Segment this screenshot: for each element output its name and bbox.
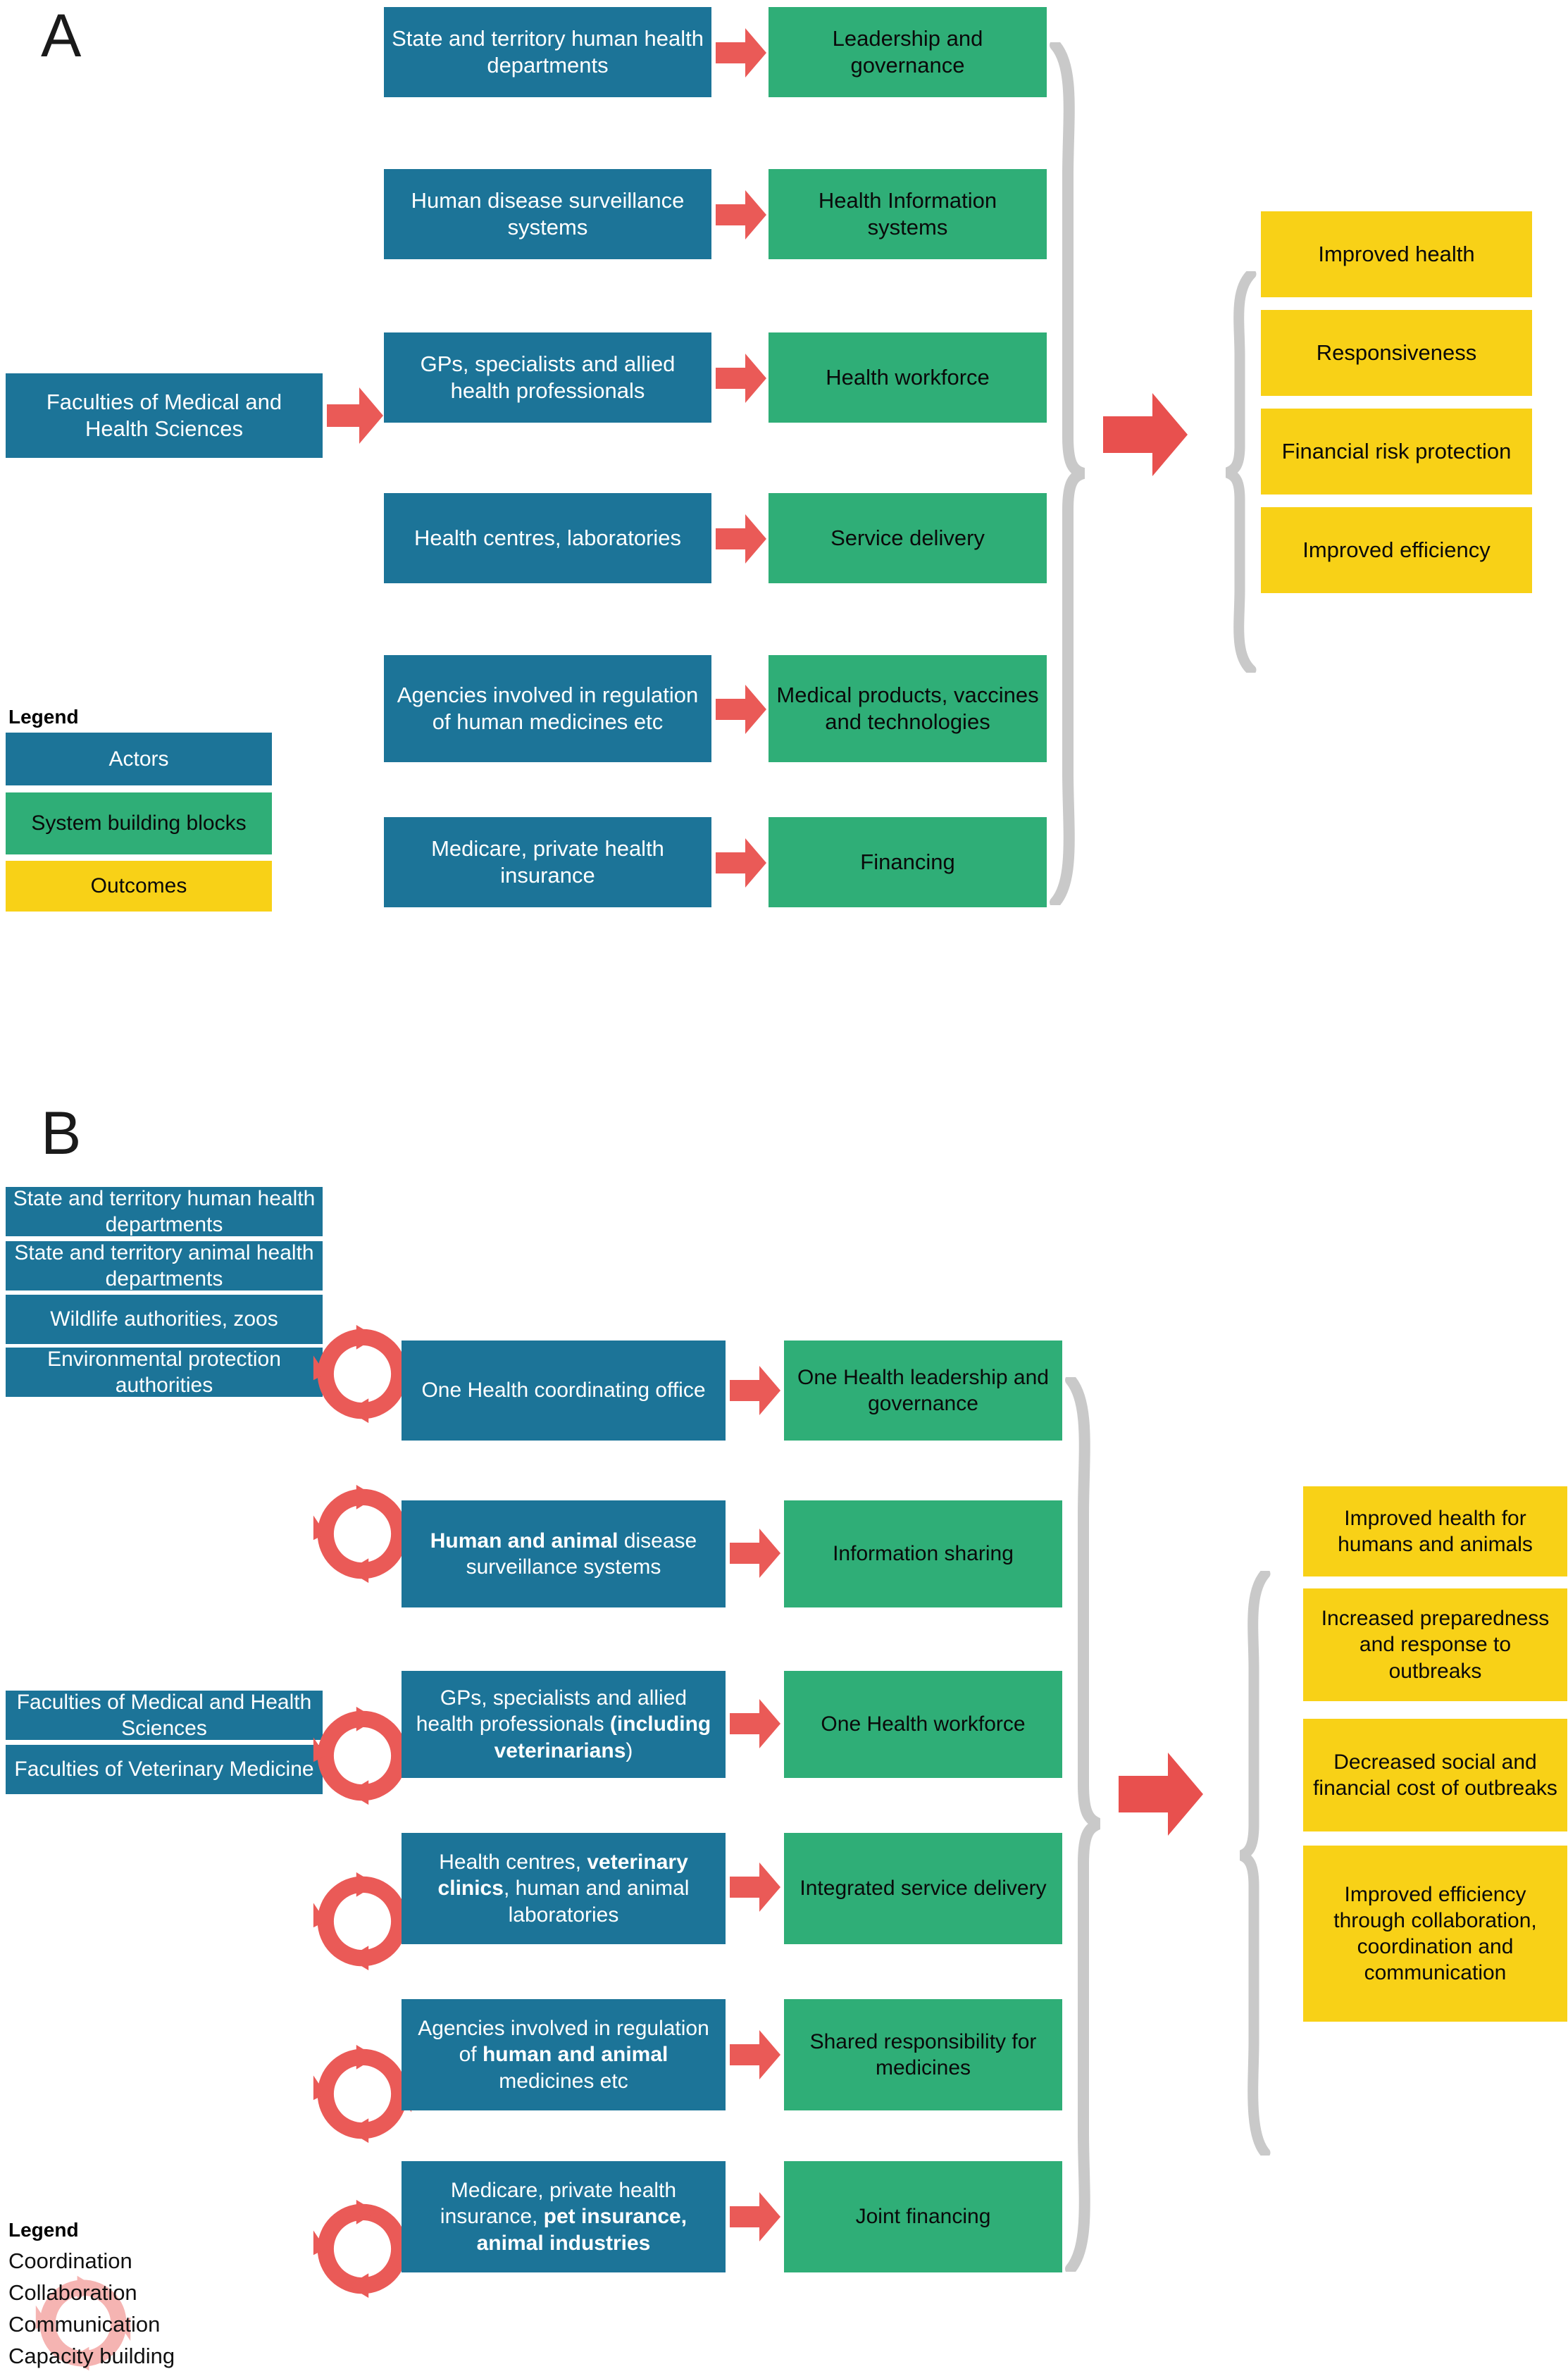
actor-text-plain: Medicare, private health insurance, [440,2179,677,2229]
panel-b-left-actor-box: Faculties of Medical and Health Sciences [6,1691,323,1740]
actor-text-plain: One Health coordinating office [421,1379,706,1402]
arrow-right-large-icon [1119,1750,1203,1839]
actor-text-bold: (including veterinarians [494,1712,711,1762]
actor-text-bold: human and animal [482,2043,668,2067]
panel-b-letter: B [41,1100,82,1167]
panel-b-legend-line: Coordination [8,2249,132,2273]
panel-b-actor-box: Health centres, veterinary clinics, huma… [402,1833,726,1944]
actor-text-plain-tail: medicines etc [499,2069,628,2093]
panel-b-building-block-box: Information sharing [784,1500,1062,1607]
panel-b-outcome-box: Improved efficiency through collaboratio… [1303,1846,1567,2022]
panel-b-actor-box: Medicare, private health insurance, pet … [402,2161,726,2272]
actor-text-plain: disease surveillance systems [466,1529,697,1579]
panel-a-building-block-box: Financing [769,817,1047,907]
panel-b-left-actor-box: Wildlife authorities, zoos [6,1295,323,1344]
actor-text-plain: Health centres, [439,1851,587,1874]
cycle-arrows-icon [311,1483,413,1585]
arrow-right-icon [716,352,766,404]
panel-a-letter: A [41,2,82,70]
panel-b-building-block-box: Joint financing [784,2161,1062,2272]
arrow-right-icon [730,1698,780,1750]
cycle-arrows-icon [311,2043,413,2145]
panel-a-actor-box: GPs, specialists and allied health profe… [384,332,711,423]
panel-a-outcome-box: Financial risk protection [1261,409,1532,495]
actor-text-plain-tail: ) [626,1739,633,1762]
arrow-right-icon [327,386,383,445]
arrow-right-icon [716,683,766,735]
actor-text-bold: veterinary clinics [437,1851,688,1901]
arrow-right-icon [716,27,766,79]
panel-b-left-actor-box: Environmental protection authorities [6,1348,323,1397]
panel-a-outcome-box: Improved efficiency [1261,507,1532,593]
panel-b-actor-box: Human and animal disease surveillance sy… [402,1500,726,1607]
actor-text-plain: GPs, specialists and allied health profe… [416,1686,687,1736]
actor-text-plain: Agencies involved in regulation of [418,2017,709,2067]
panel-b-actor-box: One Health coordinating office [402,1341,726,1441]
panel-b-building-block-box: One Health leadership and governance [784,1341,1062,1441]
panel-b-legend-title: Legend [8,2219,79,2241]
panel-b-building-block-box: Integrated service delivery [784,1833,1062,1944]
actor-text-plain-tail: , human and animal laboratories [503,1877,690,1927]
panel-b-outcome-box: Improved health for humans and animals [1303,1486,1567,1576]
panel-b-outcome-box: Increased preparedness and response to o… [1303,1588,1567,1701]
brace-right-icon [1226,271,1258,673]
actor-text-bold: Human and animal [430,1529,618,1553]
brace-left-icon [1065,1377,1100,2272]
panel-a-actor-box: Agencies involved in regulation of human… [384,655,711,762]
cycle-arrows-icon [34,2274,132,2372]
panel-b-left-actor-box: Faculties of Veterinary Medicine [6,1745,323,1794]
panel-b-building-block-box: Shared responsibility for medicines [784,1999,1062,2110]
arrow-right-large-icon [1103,391,1188,479]
cycle-arrows-icon [311,1705,413,1807]
legend-swatch-outcomes: Outcomes [6,861,272,912]
panel-a-actor-box: Medicare, private health insurance [384,817,711,907]
arrow-right-icon [716,837,766,889]
panel-a-building-block-box: Health Information systems [769,169,1047,259]
panel-a-building-block-box: Service delivery [769,493,1047,583]
panel-b-legend-line: Capacity building [8,2344,175,2368]
panel-a-outcome-box: Responsiveness [1261,310,1532,396]
panel-a-left-actor-box: Faculties of Medical and Health Sciences [6,373,323,458]
legend-swatch-actors: Actors [6,733,272,785]
panel-a-actor-box: Human disease surveillance systems [384,169,711,259]
actor-text-bold: pet insurance, animal industries [476,2205,687,2255]
arrow-right-icon [730,2191,780,2243]
cycle-arrows-icon [311,2198,413,2300]
panel-b-left-actor-box: State and territory animal health depart… [6,1241,323,1290]
arrow-right-icon [716,513,766,565]
panel-b-outcome-box: Decreased social and financial cost of o… [1303,1719,1567,1831]
arrow-right-icon [730,1527,780,1579]
panel-a-actor-box: State and territory human health departm… [384,7,711,97]
panel-a-building-block-box: Leadership and governance [769,7,1047,97]
brace-right-icon [1240,1571,1272,2156]
panel-b-legend-line: Collaboration [8,2280,137,2305]
cycle-arrows-icon [311,1870,413,1972]
panel-b-actor-box: GPs, specialists and allied health profe… [402,1671,726,1778]
panel-a-building-block-box: Health workforce [769,332,1047,423]
arrow-right-icon [716,189,766,241]
arrow-right-icon [730,2029,780,2081]
panel-b-actor-box: Agencies involved in regulation of human… [402,1999,726,2110]
panel-a-building-block-box: Medical products, vaccines and technolog… [769,655,1047,762]
panel-b-left-actor-box: State and territory human health departm… [6,1187,323,1236]
arrow-right-icon [730,1861,780,1913]
cycle-arrows-icon [311,1323,413,1425]
panel-a-outcome-box: Improved health [1261,211,1532,297]
panel-a-actor-box: Health centres, laboratories [384,493,711,583]
legend-swatch-building-blocks: System building blocks [6,792,272,854]
panel-b-legend-line: Communication [8,2312,161,2337]
panel-b-building-block-box: One Health workforce [784,1671,1062,1778]
brace-left-icon [1050,42,1085,905]
panel-a-legend-title: Legend [8,706,79,728]
arrow-right-icon [730,1364,780,1417]
